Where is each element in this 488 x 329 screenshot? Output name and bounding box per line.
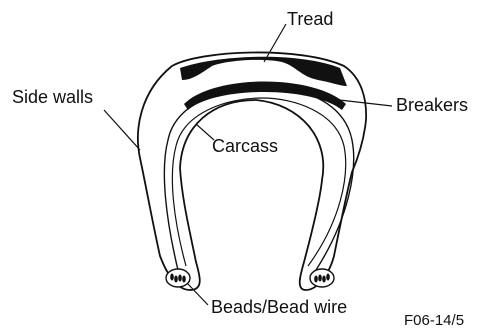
- bead-left: [166, 269, 190, 287]
- tread-label: Tread: [287, 10, 333, 28]
- carcass-label: Carcass: [212, 137, 278, 155]
- figure-code: F06-14/5: [404, 313, 464, 328]
- side-walls-label: Side walls: [12, 88, 93, 106]
- bead-right: [310, 269, 334, 287]
- side-walls-leader-line: [104, 110, 140, 150]
- beads-label: Beads/Bead wire: [211, 298, 347, 316]
- breakers-label: Breakers: [396, 96, 468, 114]
